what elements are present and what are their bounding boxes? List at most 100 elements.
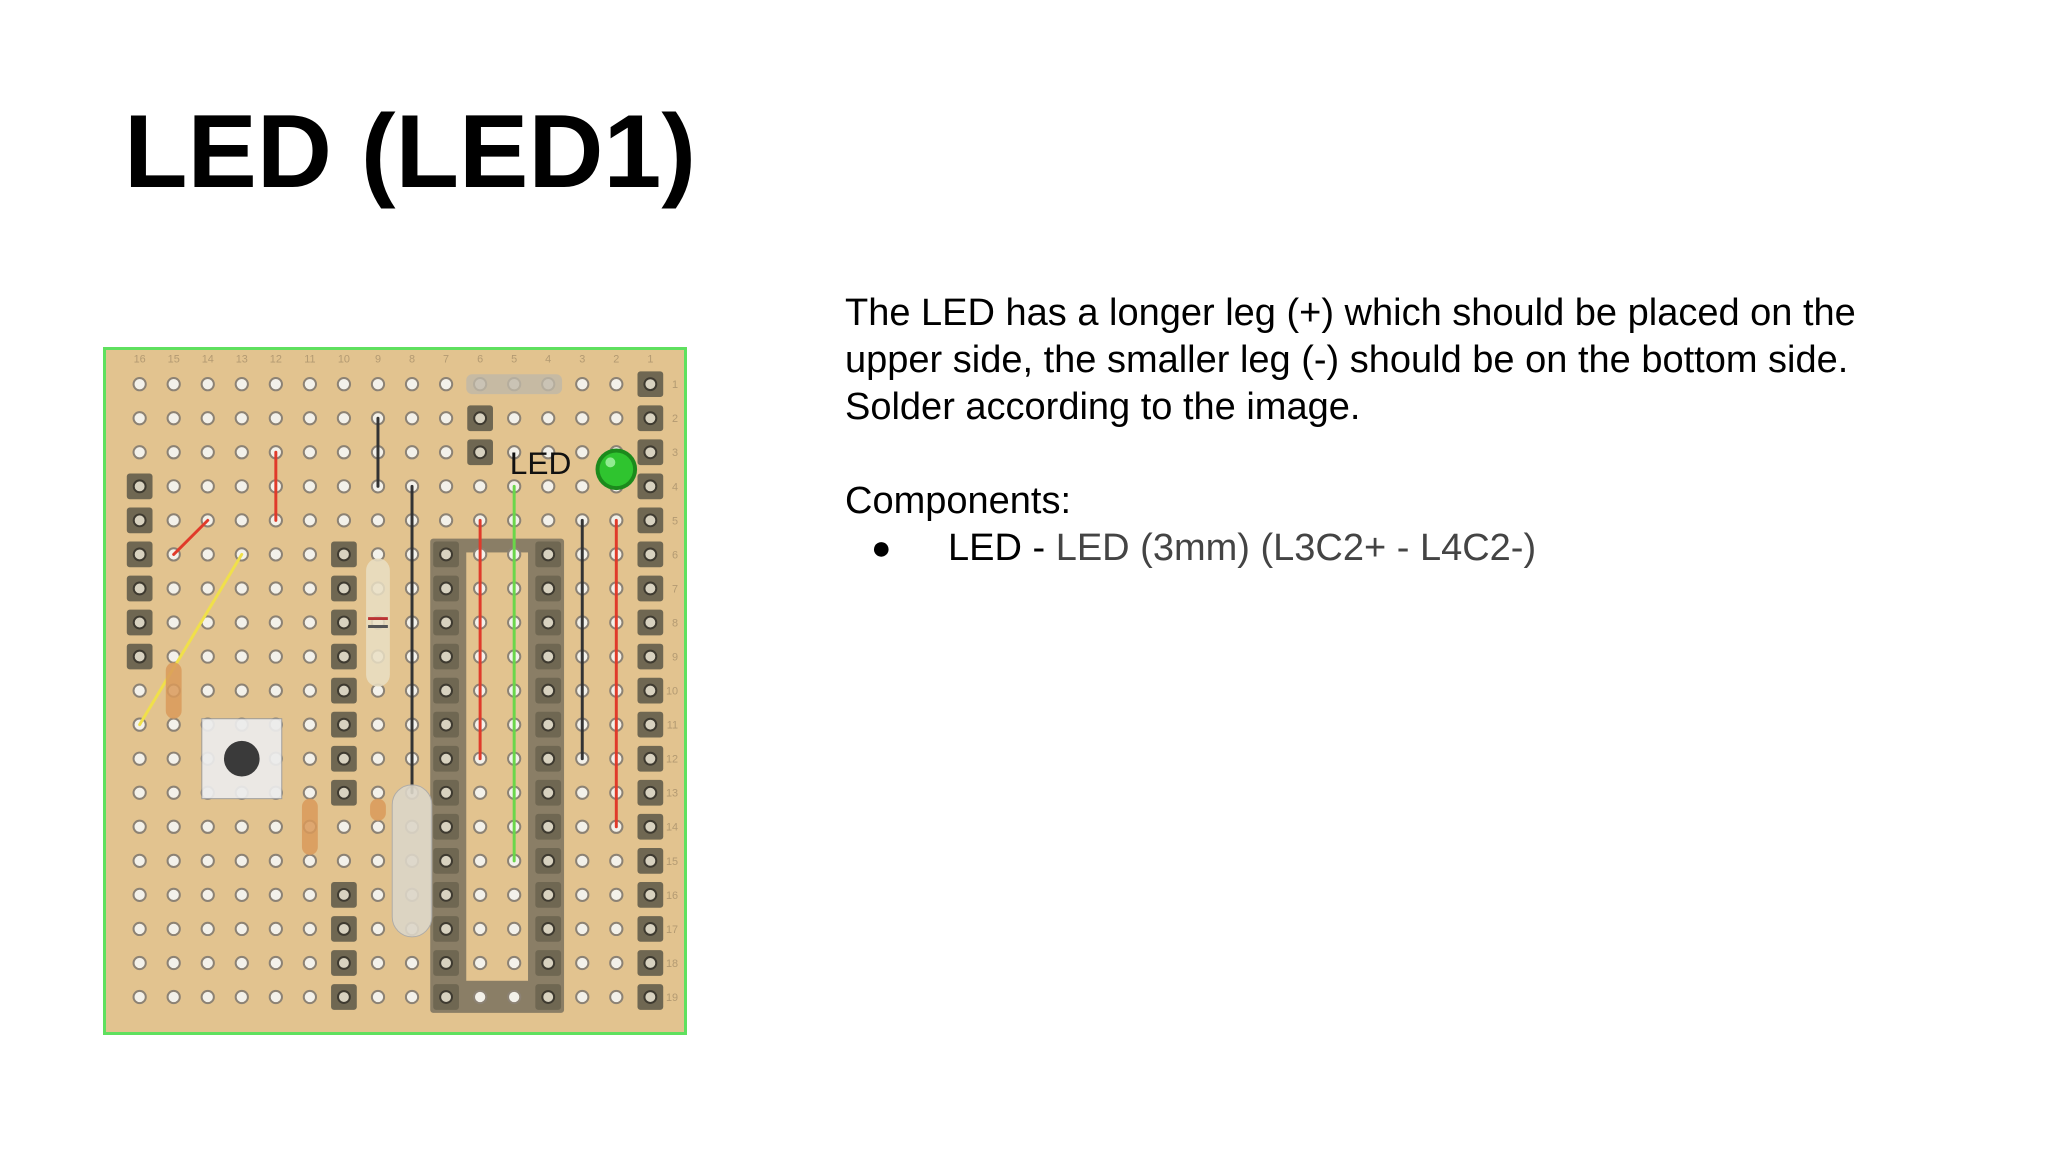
hole: [438, 411, 454, 426]
hole: [507, 445, 522, 460]
hole: [575, 445, 590, 460]
hole: [132, 683, 147, 698]
row-number: 15: [666, 856, 678, 868]
hole: [472, 479, 488, 494]
hole: [166, 819, 181, 834]
row-number: 3: [672, 447, 678, 459]
row-number: 10: [666, 686, 678, 698]
header-pin-hole: [132, 547, 147, 562]
hole: [336, 819, 352, 834]
header-pin-hole: [439, 887, 453, 902]
header-pin-hole: [337, 785, 351, 800]
hole: [541, 479, 556, 494]
hole: [200, 445, 215, 460]
hole: [302, 717, 318, 732]
hole: [472, 921, 488, 937]
hole: [541, 445, 556, 460]
header-pin-hole: [643, 615, 658, 630]
hole: [404, 411, 420, 426]
header-pin-hole: [337, 717, 351, 732]
column-number: 3: [579, 353, 585, 365]
hole: [234, 377, 249, 392]
hole: [200, 479, 215, 494]
header-pin-hole: [439, 649, 453, 664]
hole: [336, 479, 352, 494]
hole: [575, 853, 590, 868]
header-pin-hole: [541, 990, 556, 1004]
hole: [166, 445, 181, 460]
hole: [575, 479, 590, 494]
hole: [132, 921, 147, 937]
hole: [609, 989, 624, 1005]
capacitor: [466, 374, 563, 395]
row-number: 1: [672, 379, 678, 391]
row-number: 2: [672, 413, 678, 425]
hole: [234, 921, 249, 937]
hole: [268, 581, 283, 596]
column-number: 7: [443, 353, 449, 365]
header-pin-hole: [541, 887, 556, 902]
header-pin-hole: [132, 581, 147, 596]
hole: [166, 717, 181, 732]
row-number: 6: [672, 549, 678, 561]
hole: [132, 751, 147, 766]
header-pin-hole: [643, 956, 658, 970]
hole: [302, 785, 318, 800]
hole: [166, 853, 181, 868]
hole: [507, 411, 522, 426]
row-number: 9: [672, 652, 678, 664]
push-button-cap: [223, 740, 260, 777]
column-number: 6: [477, 353, 483, 365]
hole: [200, 411, 215, 426]
header-pin-hole: [643, 547, 658, 562]
hole: [166, 581, 181, 596]
hole: [132, 887, 147, 903]
hole: [234, 615, 249, 630]
hole: [438, 377, 454, 392]
description-line-1: The LED has a longer leg (+) which shoul…: [845, 292, 1856, 334]
hole: [302, 479, 318, 494]
hole: [609, 955, 624, 971]
wire-link: [138, 552, 244, 727]
header-pin-hole: [439, 683, 453, 698]
header-pin-hole: [337, 683, 351, 698]
hole: [370, 853, 386, 868]
hole: [575, 819, 590, 834]
column-number: 10: [338, 353, 350, 365]
hole: [200, 683, 215, 698]
header-pins: [126, 371, 664, 1010]
header-pin-hole: [132, 513, 147, 528]
column-number: 13: [236, 353, 248, 365]
hole: [438, 445, 454, 460]
hole: [336, 411, 352, 426]
hole: [609, 411, 624, 426]
header-pin-hole: [439, 547, 453, 562]
wire-link: [172, 518, 210, 556]
header-pin-hole: [337, 887, 351, 902]
hole: [268, 887, 283, 903]
row-number: 11: [667, 720, 678, 732]
hole: [302, 445, 318, 460]
hole: [268, 683, 283, 698]
hole: [609, 887, 624, 903]
header-pin-hole: [439, 853, 453, 868]
row-number: 14: [666, 822, 678, 834]
header-pin-hole: [439, 581, 453, 596]
hole: [541, 513, 556, 528]
header-pin-hole: [541, 547, 556, 562]
header-pin-hole: [643, 445, 658, 460]
hole: [268, 649, 283, 664]
hole: [302, 377, 318, 392]
header-pin-hole: [541, 751, 556, 766]
hole: [234, 989, 249, 1005]
hole: [132, 377, 147, 392]
header-pin-hole: [643, 922, 658, 936]
hole: [370, 513, 386, 528]
hole: [200, 989, 215, 1005]
hole: [302, 411, 318, 426]
hole: [200, 819, 215, 834]
component-detail: LED (3mm) (L3C2+ - L4C2-): [1055, 527, 1537, 569]
